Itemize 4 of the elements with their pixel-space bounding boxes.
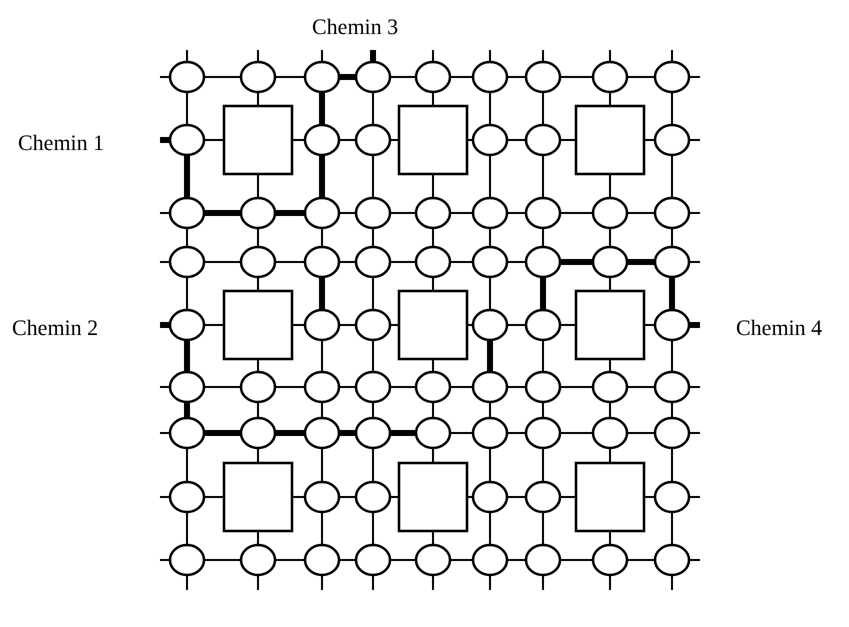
path-label: Chemin 4: [736, 315, 822, 341]
path-label: Chemin 1: [18, 130, 104, 156]
path-label: Chemin 2: [12, 315, 98, 341]
path-label: Chemin 3: [312, 14, 398, 40]
